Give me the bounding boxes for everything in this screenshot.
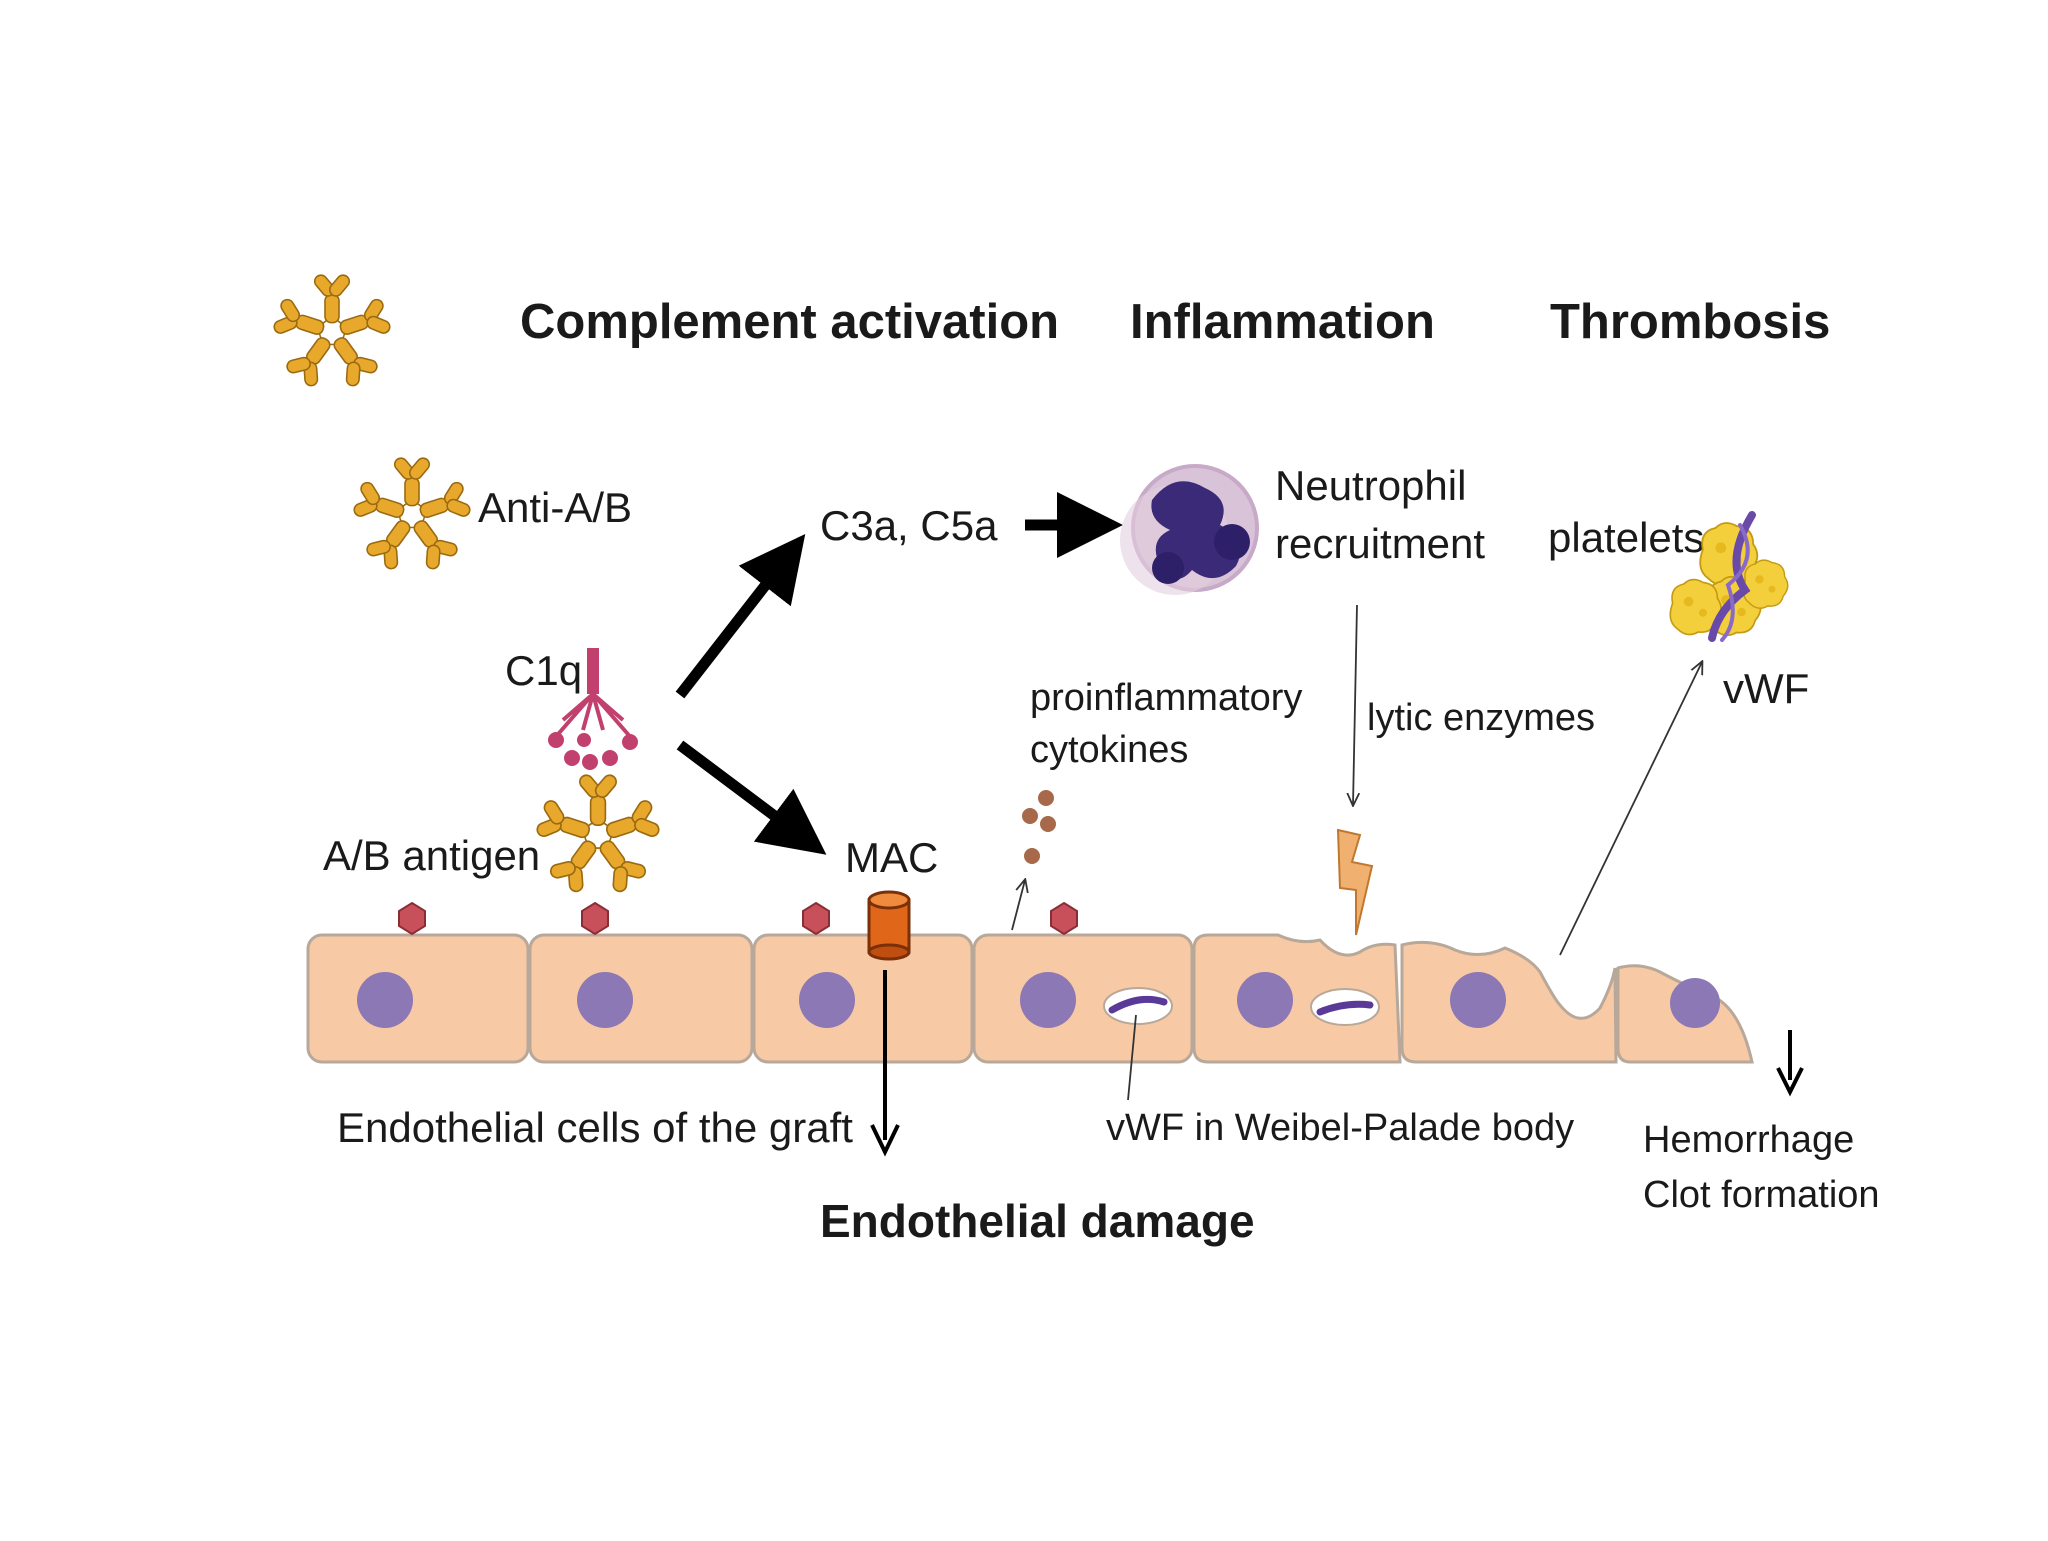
cytokines-label-line2: cytokines [1030, 729, 1188, 771]
clot-formation-label: Clot formation [1643, 1174, 1880, 1216]
c1q-label: C1q [505, 647, 582, 694]
endothelial-damage-label: Endothelial damage [820, 1195, 1255, 1247]
cytokine-icon [1022, 790, 1056, 864]
weibel-palade-label: vWF in Weibel-Palade body [1106, 1107, 1574, 1149]
mac-pore-icon [867, 890, 911, 961]
platelets-label: platelets [1548, 514, 1704, 561]
header-inflammation: Inflammation [1130, 295, 1435, 349]
antibody-icon [269, 273, 394, 392]
endothelial-layer [306, 933, 1754, 1064]
platelets-icon [1669, 511, 1789, 642]
cytokines-label-line1: proinflammatory [1030, 677, 1302, 719]
antigen-icons [398, 902, 1078, 935]
damage-arrow-head [870, 1124, 900, 1157]
neutrophil-label-line1: Neutrophil [1275, 462, 1466, 509]
endothelial-cells-label: Endothelial cells of the graft [337, 1104, 853, 1151]
ab-antigen-label: A/B antigen [323, 832, 540, 879]
weibel-pointer [1127, 1014, 1137, 1101]
vwf-release-arrow [1559, 662, 1702, 956]
neutrophil-icon [1120, 464, 1259, 595]
c1q-icon [548, 648, 638, 770]
hemorrhage-label: Hemorrhage [1643, 1119, 1854, 1161]
c3a-c5a-label: C3a, C5a [820, 502, 998, 549]
bound-antibody-icon [532, 773, 664, 898]
vwf-label: vWF [1723, 665, 1809, 712]
anti-ab-label: Anti-A/B [478, 484, 632, 531]
arrow-to-mac [676, 740, 827, 855]
lightning-icon [1336, 828, 1374, 936]
anti-ab-antibody-icon [349, 456, 474, 575]
hemorrhage-arrow-head [1776, 1067, 1804, 1097]
mac-label: MAC [845, 834, 938, 881]
lytic-arrow [1353, 604, 1357, 805]
arrow-to-c3a [675, 533, 806, 699]
cytokine-release-arrow [1011, 880, 1025, 931]
neutrophil-label-line2: recruitment [1275, 520, 1485, 567]
lytic-enzymes-label: lytic enzymes [1367, 697, 1595, 739]
header-thrombosis: Thrombosis [1550, 295, 1830, 349]
header-complement-activation: Complement activation [520, 295, 1059, 349]
